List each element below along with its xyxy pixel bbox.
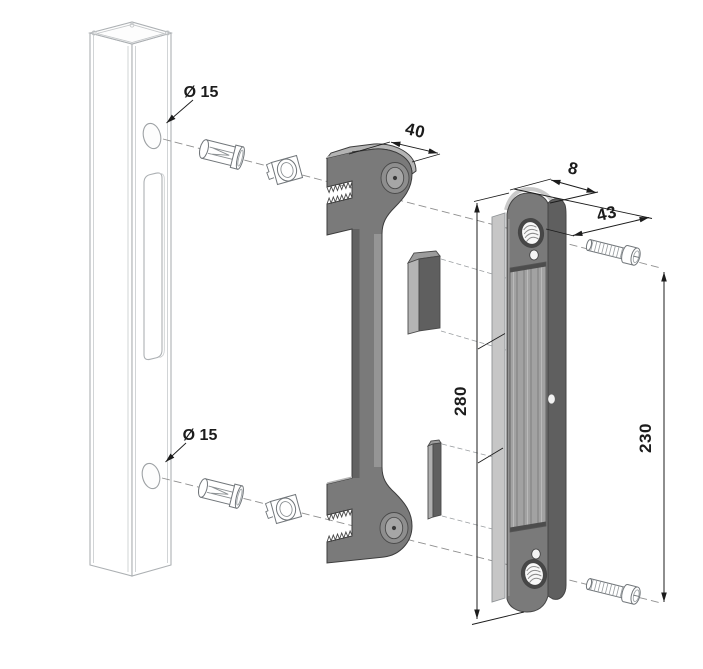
plate-pilot-hole-top (529, 249, 539, 261)
dim-8-line (550, 179, 597, 193)
dim-8-extension-lines (509, 178, 599, 204)
plate-channel-ribs (516, 266, 539, 530)
plate-side-hole-middle (548, 394, 555, 404)
dim-40-extension-lines (348, 141, 441, 163)
plate-channel (510, 262, 546, 532)
center-lines (161, 138, 662, 604)
plate-channel-outline (509, 261, 547, 533)
square-post (87, 21, 174, 577)
post-slot-depth-edge (159, 173, 165, 358)
plate-back-flange (491, 212, 506, 603)
post-top-face (87, 21, 174, 45)
bracket-boss-top (380, 162, 410, 194)
dim-label-230: 230 (636, 423, 655, 453)
clip-small-right-face (432, 442, 442, 518)
clip-small-left-face (427, 443, 434, 520)
keeper-plate (491, 186, 567, 613)
hole-label-bottom: Ø 15 (183, 427, 218, 444)
plate-channel-top-lip (510, 262, 546, 273)
dim-plate-height: 280 (451, 192, 525, 625)
screw-bottom (584, 574, 643, 606)
axis-line-top (162, 138, 662, 269)
post-left-face (89, 32, 133, 577)
expansion-plug-bottom (195, 475, 246, 510)
bracket-spine-highlight (374, 234, 382, 467)
plate-top-face (504, 186, 555, 211)
plate-channel-bottom-lip (510, 521, 546, 532)
bracket-arm-highlight-bottom (327, 476, 352, 484)
dim-plate-thickness: 8 (509, 158, 599, 204)
dim-40-line (390, 141, 439, 154)
bracket-arm-highlight-top (327, 150, 352, 158)
hole-callout-bottom: Ø 15 (165, 427, 218, 463)
dim-screw-spacing: 230 (636, 272, 667, 602)
plate-pilot-hole-bottom (531, 548, 541, 560)
clip-leader-lines (440, 258, 507, 533)
spacer-clip-large (406, 250, 441, 335)
keeper-bracket (325, 143, 417, 564)
bracket-spine-shadow (352, 229, 360, 478)
bracket-body (326, 148, 413, 564)
leader-line-top (166, 99, 194, 124)
post-top-inner-rim (96, 24, 166, 43)
dim-280-extension-lines (471, 192, 525, 625)
plate-side-face (547, 198, 567, 600)
axis-line-bottom (161, 477, 662, 604)
expansion-plug-top (196, 136, 247, 171)
dim-label-43: 43 (595, 202, 619, 225)
post-edge-lines (93, 35, 168, 572)
dim-label-40: 40 (403, 119, 427, 142)
dim-label-280: 280 (451, 386, 470, 416)
leader-line-bottom (165, 442, 187, 463)
dim-43-extension-lines (513, 188, 653, 237)
bracket-teeth (326, 181, 353, 543)
bracket-boss-bottom (379, 512, 409, 544)
square-insert-nut-bottom (265, 494, 302, 524)
dim-label-8: 8 (566, 158, 580, 179)
hole-label-top: Ø 15 (184, 84, 219, 101)
clip-large-right-face (418, 255, 441, 332)
hole-callout-top: Ø 15 (166, 84, 219, 124)
plate-channel-highlights (513, 266, 542, 531)
dimensions: 40 8 43 280 230 Ø 15 Ø 15 (165, 84, 667, 625)
spacer-clip-small (426, 439, 442, 520)
post-slot (143, 172, 163, 361)
square-insert-nut-top (266, 155, 303, 185)
clip-large-left-face (407, 258, 420, 335)
dim-screw-clearance: 43 (513, 188, 653, 237)
dim-bracket-width: 40 (348, 119, 441, 163)
dim-43-line (572, 216, 650, 237)
screw-top (584, 235, 643, 267)
